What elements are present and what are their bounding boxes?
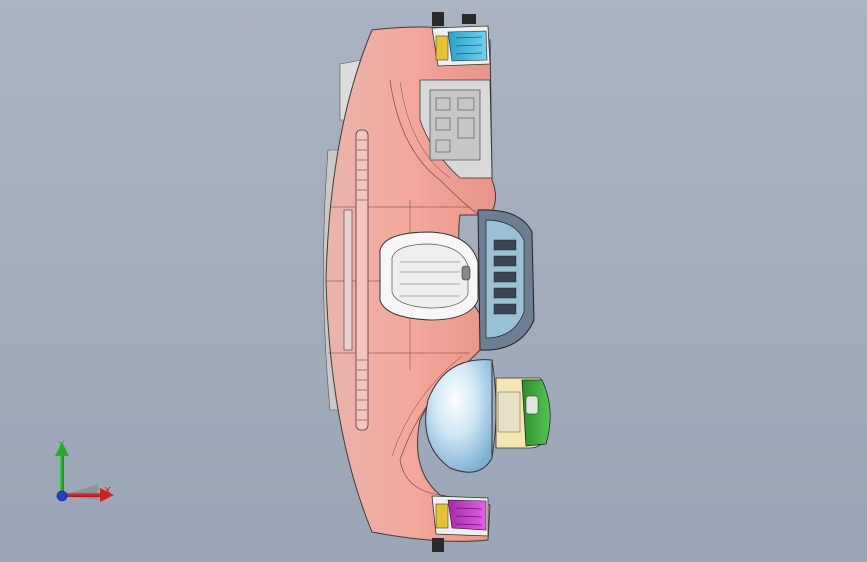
triad-base	[62, 484, 98, 500]
side-rail	[343, 209, 353, 351]
bottom-air-vent	[431, 495, 489, 552]
axis-triad: Y X	[48, 438, 118, 514]
glovebox-module	[495, 377, 551, 449]
grille-slats	[357, 139, 367, 421]
top-air-vent	[431, 12, 491, 67]
x-axis-label: X	[104, 486, 111, 497]
body-contour	[391, 355, 463, 457]
dome-rim	[491, 359, 497, 459]
z-axis-origin	[56, 490, 68, 502]
x-axis-arrow	[64, 493, 102, 497]
side-grille	[355, 129, 369, 431]
y-axis-arrow	[60, 454, 64, 494]
triad-graphic	[55, 442, 114, 502]
console-buttons	[493, 239, 517, 315]
pod-knob	[461, 265, 471, 281]
x-axis-arrowhead	[100, 488, 114, 502]
y-axis-arrowhead	[55, 442, 69, 456]
body-contour	[389, 79, 481, 216]
upper-module-details	[435, 97, 475, 153]
y-axis-label: Y	[58, 440, 65, 451]
body-contour	[399, 81, 451, 179]
pod-inner	[391, 243, 469, 309]
upper-module	[429, 89, 481, 161]
pod-grille	[400, 261, 460, 297]
airbag-dome	[425, 359, 493, 473]
